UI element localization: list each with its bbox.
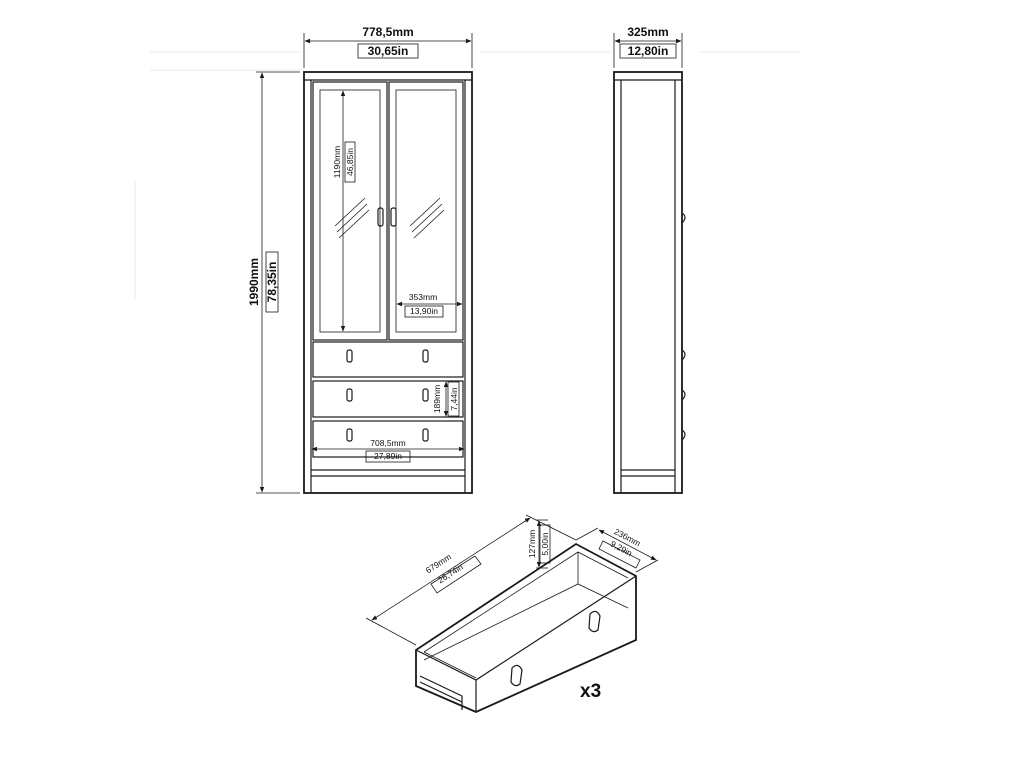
- dimension-door-width: 353mm 13,90in: [396, 292, 463, 318]
- total-width-in-label: 30,65in: [368, 44, 409, 58]
- total-height-mm-label: 1990mm: [247, 258, 261, 306]
- drawer-detail: 679mm 26,74in 127mm 5,00in 236mm 9,29in …: [365, 514, 659, 713]
- dimension-drawer-height: 189mm 7,44in: [432, 380, 461, 418]
- cabinet-front-view: 778,5mm 30,65in 1990mm 78,35in 1190mm 46…: [247, 25, 473, 494]
- glass-height-mm-label: 1190mm: [332, 146, 342, 178]
- dimension-total-width: 778,5mm 30,65in: [303, 25, 473, 68]
- door-width-in-label: 13,90in: [410, 306, 438, 316]
- drawer-box-height-mm-label: 127mm: [527, 530, 537, 558]
- drawer-front-2: [312, 380, 464, 418]
- depth-mm-label: 325mm: [627, 25, 668, 39]
- door-width-mm-label: 353mm: [409, 292, 437, 302]
- drawer-front-3: [312, 420, 464, 458]
- drawer-quantity-label: x3: [580, 681, 601, 702]
- drawer-height-in-label: 7,44in: [449, 387, 459, 410]
- inner-width-in-label: 27,89in: [374, 451, 402, 461]
- watermark: [134, 51, 800, 300]
- drawer-front-1: [312, 341, 464, 378]
- drawer-height-mm-label: 189mm: [432, 385, 442, 413]
- dimension-inner-width: 708,5mm 27,89in: [311, 438, 465, 463]
- drawer-box-height-in-label: 5,00in: [540, 532, 550, 555]
- total-height-in-label: 78,35in: [265, 262, 279, 303]
- inner-width-mm-label: 708,5mm: [370, 438, 405, 448]
- glass-height-in-label: 46,85in: [345, 148, 355, 176]
- dimension-total-height: 1990mm 78,35in: [247, 71, 300, 494]
- dimension-depth: 325mm 12,80in: [613, 25, 683, 68]
- dimension-drawer-box-height: 127mm 5,00in: [527, 519, 551, 569]
- depth-in-label: 12,80in: [628, 44, 669, 58]
- left-glass-door: [312, 81, 388, 341]
- dimension-glass-height: 1190mm 46,85in: [332, 90, 356, 332]
- total-width-mm-label: 778,5mm: [362, 25, 413, 39]
- right-glass-door: [388, 81, 464, 341]
- cabinet-side-view: 325mm 12,80in: [613, 25, 686, 494]
